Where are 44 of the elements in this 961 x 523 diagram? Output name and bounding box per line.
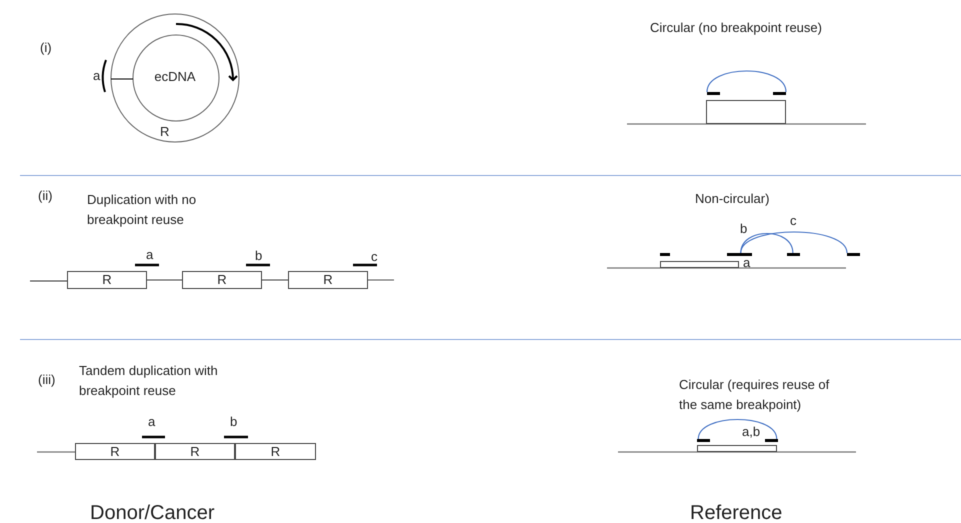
panel-number: (ii) xyxy=(38,188,52,204)
ring-label: ecDNA xyxy=(153,69,197,85)
genome-line xyxy=(262,279,288,281)
mark-label: a xyxy=(743,255,750,271)
region-box: R xyxy=(75,443,155,460)
read-mark xyxy=(847,253,860,256)
panel-caption: Non-circular) xyxy=(695,191,770,207)
region-box: R xyxy=(288,271,368,289)
junction-arc xyxy=(698,418,778,440)
read-mark xyxy=(697,439,710,442)
read-mark xyxy=(765,439,778,442)
column-heading: Donor/Cancer xyxy=(90,501,215,523)
edge-label: a,b xyxy=(742,424,760,440)
panel-number: (i) xyxy=(40,40,52,56)
junction-arc xyxy=(740,231,848,254)
region-box: R xyxy=(155,443,235,460)
region-box xyxy=(697,445,777,452)
region-box: R xyxy=(182,271,262,289)
ring-drawing xyxy=(110,13,240,143)
mark-label: a xyxy=(148,414,156,430)
mark-label: a xyxy=(146,247,154,263)
region-box xyxy=(660,261,739,268)
panel-caption: Circular (no breakpoint reuse) xyxy=(650,20,822,36)
read-mark xyxy=(707,92,720,95)
region-label: R xyxy=(160,124,170,140)
mark-label: b xyxy=(230,414,238,430)
panel-title: Duplication with no breakpoint reuse xyxy=(87,191,198,229)
read-mark xyxy=(660,253,670,256)
panel-number: (iii) xyxy=(38,372,56,388)
read-mark xyxy=(787,253,800,256)
mark-label: c xyxy=(371,249,378,265)
genome-line xyxy=(147,279,182,281)
region-box: R xyxy=(235,443,316,460)
junction-arc xyxy=(706,70,787,92)
region-box: R xyxy=(67,271,147,289)
region-box xyxy=(706,100,786,124)
panel-caption: Circular (requires reuse of the same breakpoint) xyxy=(679,376,830,414)
read-mark xyxy=(727,253,752,256)
junction-arc xyxy=(740,233,794,254)
mark-label: a xyxy=(93,68,100,84)
mark-label: b xyxy=(255,248,262,264)
panel-title: Tandem duplication with breakpoint reuse xyxy=(79,362,219,400)
column-heading: Reference xyxy=(690,501,782,523)
read-mark xyxy=(773,92,786,95)
